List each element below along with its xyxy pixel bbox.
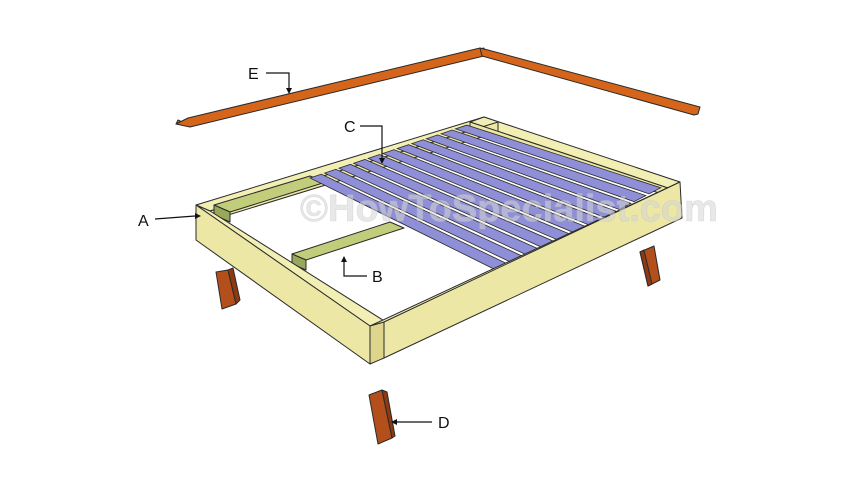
trim-right-board: [479, 47, 701, 116]
callout-b: B: [341, 256, 383, 286]
watermark: ©HowToSpecialist.com: [300, 188, 718, 230]
front-leg: [368, 389, 396, 445]
callout-c: C: [344, 119, 385, 164]
slat: [425, 134, 632, 210]
label-b: B: [372, 269, 383, 286]
slat: [439, 129, 647, 203]
callout-d: D: [391, 415, 450, 432]
label-e: E: [248, 66, 259, 83]
bed-slats: [308, 124, 662, 273]
back-left-leg: [215, 267, 241, 310]
label-a: A: [138, 213, 149, 230]
corner-end: [369, 321, 385, 365]
label-c: C: [344, 119, 356, 136]
callout-a: A: [138, 213, 201, 230]
label-d: D: [438, 415, 450, 432]
slat: [410, 139, 617, 218]
trim-left-board: [175, 47, 489, 128]
headboard-trim: [175, 47, 701, 128]
callout-e: E: [248, 66, 292, 94]
back-right-leg: [639, 245, 661, 287]
bed-frame-front: [195, 181, 683, 365]
slat: [454, 124, 662, 195]
